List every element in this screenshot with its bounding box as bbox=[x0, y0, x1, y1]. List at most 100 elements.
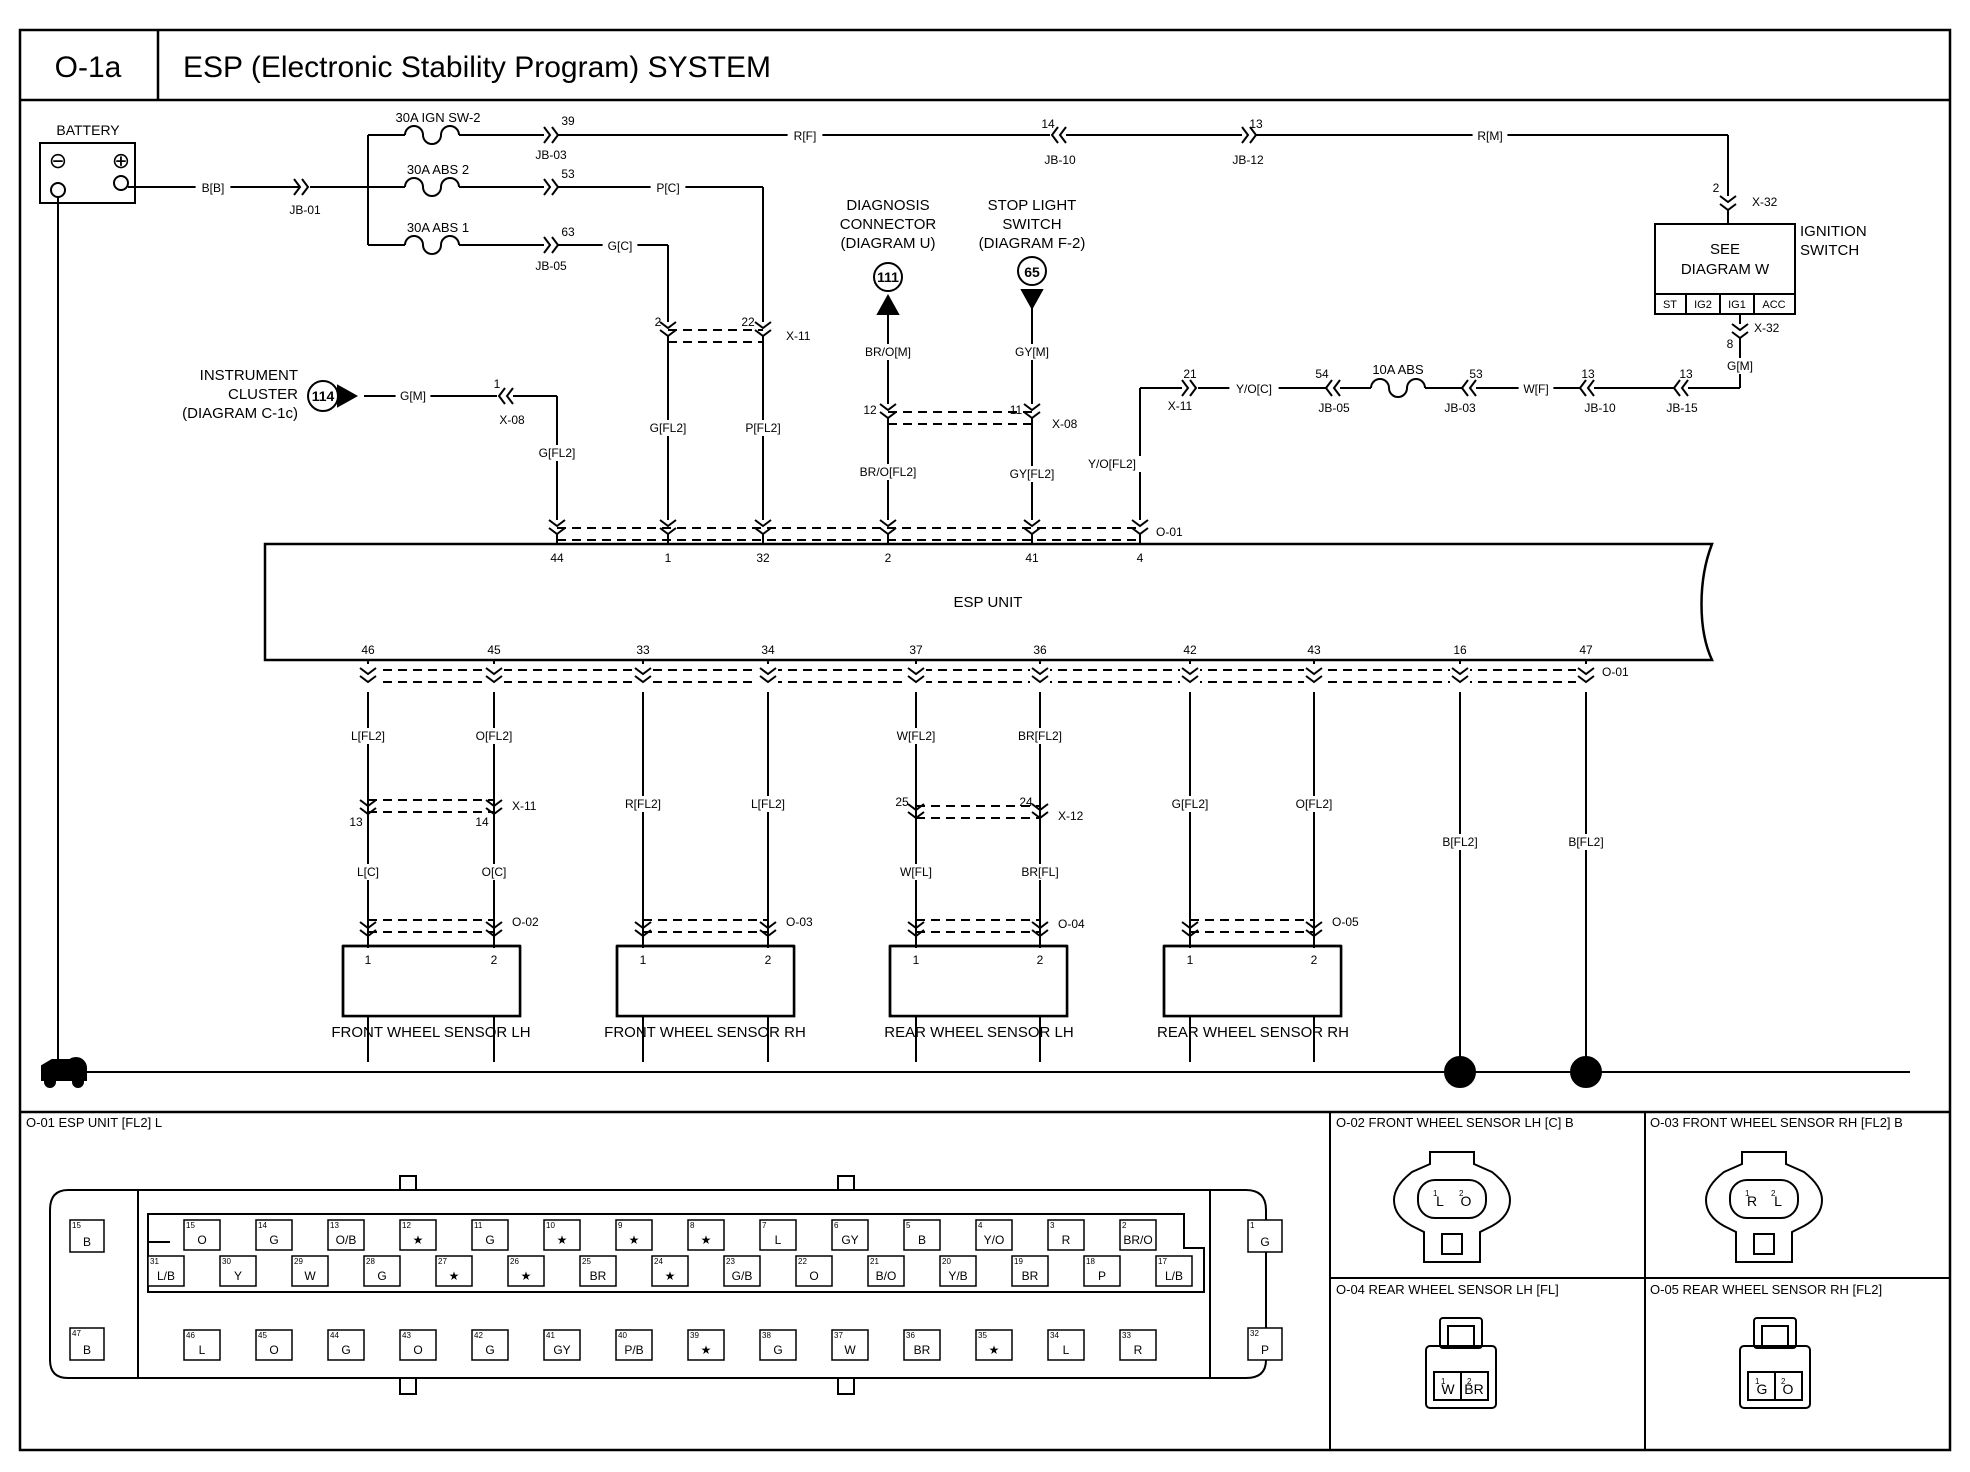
pin-m25: 25 bbox=[895, 795, 909, 809]
ref-circle-65: 65 bbox=[1024, 264, 1040, 280]
pin-wire-color: ★ bbox=[989, 1343, 1000, 1357]
pin-l47: 47 bbox=[1579, 643, 1593, 657]
panel-o01-title: O-01 ESP UNIT [FL2] L bbox=[26, 1115, 162, 1130]
wire-label-rfl2: R[FL2] bbox=[625, 797, 661, 811]
pin-number: 36 bbox=[906, 1331, 915, 1340]
pin-number: 9 bbox=[618, 1221, 623, 1230]
pin-p11: 11 bbox=[1010, 403, 1023, 417]
pin-wire-color: ★ bbox=[521, 1269, 532, 1283]
pin-wire-color: G/B bbox=[732, 1269, 753, 1283]
o01-pin: 30Y bbox=[219, 1255, 257, 1287]
pin-s2a: 2 bbox=[491, 953, 498, 967]
pin-p1a: 1 bbox=[494, 377, 501, 391]
o01-pin: 26★ bbox=[507, 1255, 545, 1287]
pin-number: 22 bbox=[798, 1257, 807, 1266]
o01-pin: 28G bbox=[363, 1255, 401, 1287]
pin-u4: 4 bbox=[1137, 551, 1144, 565]
o01-pin: 21B/O bbox=[867, 1255, 905, 1287]
pin-number: 17 bbox=[1158, 1257, 1167, 1266]
o01-side-pin: 47B bbox=[69, 1327, 105, 1361]
o01-pin: 5B bbox=[903, 1219, 941, 1251]
wire-label-bg bbox=[787, 128, 823, 144]
connector-jb05b: JB-05 bbox=[1318, 401, 1350, 415]
pin-number: 34 bbox=[1050, 1331, 1059, 1340]
wire-label-bg bbox=[1015, 864, 1065, 880]
o01-pin: 44G bbox=[327, 1329, 365, 1361]
wire-label-brofl2: BR/O[FL2] bbox=[860, 465, 917, 479]
pin-wire-color: P bbox=[1261, 1343, 1269, 1357]
pin-wire-color: Y/O bbox=[984, 1233, 1005, 1247]
pin-l46: 46 bbox=[361, 643, 375, 657]
connector-o01b: O-01 bbox=[1602, 665, 1629, 679]
pin-number: 8 bbox=[690, 1221, 695, 1230]
wire-label-gm: G[M] bbox=[400, 389, 426, 403]
o01-pin: 38G bbox=[759, 1329, 797, 1361]
wire-label-pfl2: P[FL2] bbox=[745, 421, 780, 435]
wire-label-bg bbox=[891, 728, 941, 744]
wire-label-wfl: W[FL] bbox=[900, 865, 932, 879]
pin-number: 13 bbox=[330, 1221, 339, 1230]
o01-pin: 46L bbox=[183, 1329, 221, 1361]
diagnosis-connector-label: CONNECTOR bbox=[840, 216, 937, 233]
o01-pin: 18P bbox=[1083, 1255, 1121, 1287]
pin-number: 33 bbox=[1122, 1331, 1131, 1340]
ref-circle-111: 111 bbox=[877, 269, 899, 285]
pin-number: 26 bbox=[510, 1257, 519, 1266]
pin-wire-color: L/B bbox=[157, 1269, 175, 1283]
wire-label-bg bbox=[738, 420, 788, 436]
pin-wire-color: ★ bbox=[413, 1233, 424, 1247]
o01-pin: 45O bbox=[255, 1329, 293, 1361]
pin-wire-color: BR/O bbox=[1123, 1233, 1152, 1247]
connector-x08a: X-08 bbox=[499, 413, 525, 427]
o01-pin: 10★ bbox=[543, 1219, 581, 1251]
pin-number: 31 bbox=[150, 1257, 159, 1266]
pin-number: 40 bbox=[618, 1331, 627, 1340]
pin-number: 4 bbox=[978, 1221, 983, 1230]
connector-o01a: O-01 bbox=[1156, 525, 1183, 539]
connector-x12: X-12 bbox=[1058, 809, 1084, 823]
pin-wire-color: ★ bbox=[449, 1269, 460, 1283]
pin-wire-color: O bbox=[413, 1343, 422, 1357]
wire-label-gfl2b: G[FL2] bbox=[650, 421, 687, 435]
ignition-switch-label: SWITCH bbox=[1800, 242, 1859, 259]
o01-pin: 2BR/O bbox=[1119, 1219, 1157, 1251]
wheel-sensor-label: FRONT WHEEL SENSOR RH bbox=[604, 1024, 806, 1041]
wire-label-bg bbox=[743, 796, 793, 812]
connector-jb10b: JB-10 bbox=[1584, 401, 1616, 415]
pin-p13b: 13 bbox=[1581, 367, 1595, 381]
wire-label-rm: R[M] bbox=[1477, 129, 1502, 143]
pin-number: 20 bbox=[942, 1257, 951, 1266]
pin-number: 30 bbox=[222, 1257, 231, 1266]
stop-light-switch-label: SWITCH bbox=[1002, 216, 1061, 233]
battery-plus-terminal: ⊕ bbox=[112, 148, 130, 173]
pin-number: 37 bbox=[834, 1331, 843, 1340]
pin-wire-color: ★ bbox=[665, 1269, 676, 1283]
connector-jb03a: JB-03 bbox=[535, 148, 567, 162]
see-diagram-w: SEE bbox=[1710, 241, 1740, 258]
ignition-cell-ig2: IG2 bbox=[1694, 299, 1712, 311]
pin-number: 15 bbox=[72, 1221, 81, 1230]
pin-p13a: 13 bbox=[1249, 117, 1263, 131]
wheel-sensor-label: REAR WHEEL SENSOR RH bbox=[1157, 1024, 1349, 1041]
connector-jb05a: JB-05 bbox=[535, 259, 567, 273]
connector-jb12: JB-12 bbox=[1232, 153, 1264, 167]
wire-label-brom: BR/O[M] bbox=[865, 345, 911, 359]
battery-label: BATTERY bbox=[56, 122, 120, 138]
wire-label-pc: P[C] bbox=[656, 181, 679, 195]
wire-label-lfl2a: L[FL2] bbox=[351, 729, 385, 743]
wire-label-brfl: BR[FL] bbox=[1021, 865, 1058, 879]
pin-wire-color: BR bbox=[914, 1343, 931, 1357]
pin-l37: 37 bbox=[909, 643, 923, 657]
pin-wire-color: Y bbox=[234, 1269, 242, 1283]
wire-label-bg bbox=[1003, 466, 1061, 482]
pin-wire-color: G bbox=[485, 1343, 494, 1357]
sensor-pin-color: O bbox=[1461, 1193, 1472, 1209]
pin-number: 11 bbox=[474, 1221, 483, 1230]
wire-label-yoc: Y/O[C] bbox=[1236, 382, 1272, 396]
instrument-cluster-label: INSTRUMENT bbox=[200, 367, 298, 384]
pin-number: 15 bbox=[186, 1221, 195, 1230]
o01-pin: 24★ bbox=[651, 1255, 689, 1287]
sensor-pin-color: BR bbox=[1464, 1381, 1483, 1397]
connector-x32b: X-32 bbox=[1754, 321, 1780, 335]
